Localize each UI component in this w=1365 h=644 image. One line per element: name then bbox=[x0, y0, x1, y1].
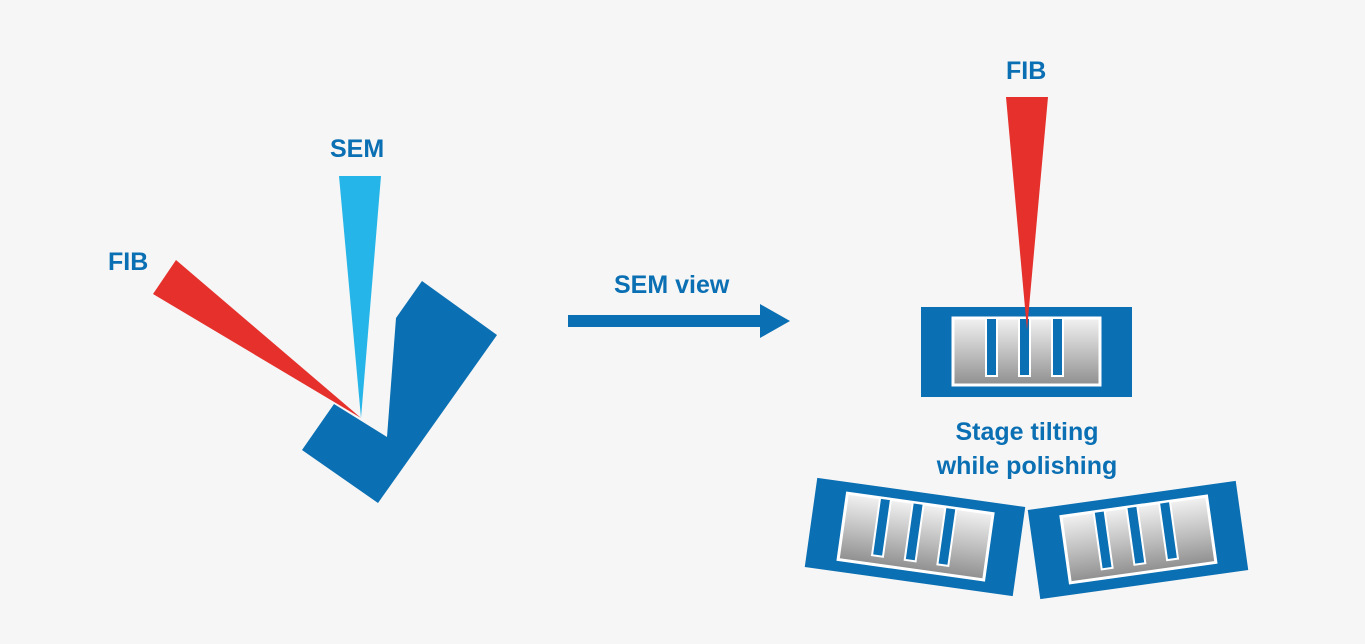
caption-line-2: while polishing bbox=[936, 452, 1118, 480]
fib-label-left: FIB bbox=[108, 248, 149, 276]
left-scene bbox=[153, 176, 497, 503]
bottom-left-stage bbox=[804, 477, 1026, 597]
fib-beam-angled bbox=[153, 260, 361, 418]
sem-view-arrow bbox=[568, 304, 790, 338]
sem-view-label: SEM view bbox=[614, 271, 730, 299]
bottom-right-stage bbox=[1027, 480, 1249, 600]
caption-line-1: Stage tilting bbox=[955, 418, 1099, 446]
sem-label: SEM bbox=[330, 135, 385, 163]
sem-beam bbox=[339, 176, 381, 418]
stage-tilting-caption: Stage tilting while polishing bbox=[917, 415, 1137, 483]
tilted-sample-block bbox=[302, 281, 497, 503]
fib-beam-vertical bbox=[1006, 97, 1048, 330]
fib-label-right: FIB bbox=[1006, 57, 1047, 85]
